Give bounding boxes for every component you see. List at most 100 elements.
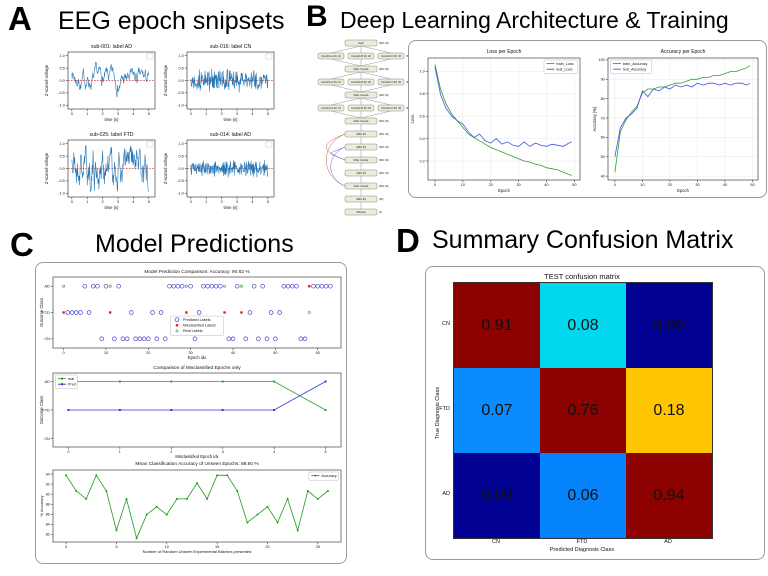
svg-text:5: 5 (325, 450, 327, 454)
svg-text:Model Prediction Comparison: A: Model Prediction Comparison: Accuracy: 9… (144, 269, 250, 275)
svg-text:Comparison of Misclassified Ep: Comparison of Misclassified Epochs only (153, 365, 241, 371)
confusion-col-label: CN (492, 539, 500, 545)
svg-text:CN: CN (44, 337, 50, 341)
svg-text:Epoch idx: Epoch idx (188, 355, 207, 360)
svg-text:5: 5 (148, 112, 150, 116)
svg-text:Loss: Loss (410, 115, 415, 124)
svg-text:0.0: 0.0 (179, 79, 184, 83)
svg-text:2: 2 (102, 200, 104, 204)
svg-text:0: 0 (614, 183, 616, 187)
svg-text:30: 30 (189, 351, 193, 355)
svg-text:5: 5 (267, 112, 269, 116)
svg-text:Misclassified Labels: Misclassified Labels (183, 324, 216, 328)
confusion-ylabel: True Diagnosis Class (435, 386, 441, 439)
confusion-col-label: AD (664, 539, 672, 545)
svg-text:GRU 30: GRU 30 (356, 171, 366, 175)
svg-text:-1.0: -1.0 (177, 192, 184, 196)
svg-text:Conv1D-B 30, 20: Conv1D-B 30, 20 (351, 80, 371, 84)
svg-text:time (s): time (s) (224, 205, 239, 210)
svg-text:-0.5: -0.5 (58, 179, 65, 183)
svg-text:Pred: Pred (68, 383, 76, 387)
panel-c-label: C (10, 226, 34, 263)
svg-text:% Accuracy: % Accuracy (39, 496, 44, 517)
svg-text:Loss per Epoch: Loss per Epoch (487, 49, 522, 55)
svg-text:3: 3 (117, 200, 119, 204)
svg-text:train_Loss: train_Loss (557, 62, 574, 66)
svg-text:Conv1D-A 30, 10: Conv1D-A 30, 10 (321, 106, 341, 110)
svg-text:FTD: FTD (42, 311, 50, 315)
svg-text:3: 3 (236, 200, 238, 204)
svg-text:Softmax: Softmax (356, 210, 366, 214)
svg-text:1: 1 (86, 112, 88, 116)
svg-text:Input: Input (358, 41, 364, 45)
svg-text:Accuracy (%): Accuracy (%) (592, 106, 597, 132)
confusion-col-label: FTD (576, 539, 588, 545)
svg-text:(500, 90): (500, 90) (379, 68, 389, 71)
svg-text:90: 90 (601, 78, 605, 82)
svg-text:0.2: 0.2 (420, 159, 425, 163)
svg-text:82: 82 (46, 533, 50, 537)
svg-text:Conv1D-C 30, 40: Conv1D-C 30, 40 (381, 80, 402, 84)
svg-text:AD: AD (45, 285, 51, 289)
svg-text:sub-014: label AD: sub-014: label AD (210, 132, 251, 138)
svg-text:1: 1 (119, 450, 121, 454)
svg-text:Mean Classification Accuracy o: Mean Classification Accuracy of Unseen E… (135, 461, 259, 467)
svg-text:50: 50 (601, 155, 605, 159)
svg-text:AD: AD (45, 380, 51, 384)
svg-text:5: 5 (267, 200, 269, 204)
svg-text:0.5: 0.5 (60, 66, 65, 70)
svg-text:0: 0 (67, 450, 69, 454)
svg-text:Conv1D-C 30, 40: Conv1D-C 30, 40 (381, 106, 402, 110)
confusion-cell: 0.06 (540, 453, 626, 538)
svg-text:10: 10 (104, 351, 108, 355)
svg-text:Number of Random Unseen Experi: Number of Random Unseen Experimental Bat… (143, 549, 252, 554)
svg-text:20: 20 (489, 183, 493, 187)
svg-text:(500, 30): (500, 30) (379, 172, 389, 175)
svg-text:FTD: FTD (42, 408, 50, 412)
svg-text:(500, 30): (500, 30) (379, 146, 389, 149)
svg-text:20: 20 (146, 351, 150, 355)
confusion-cell: 0.91 (454, 283, 540, 368)
svg-text:50: 50 (572, 183, 576, 187)
svg-text:1: 1 (205, 112, 207, 116)
svg-text:0: 0 (190, 200, 192, 204)
svg-text:Conv1D-B 30, 20: Conv1D-B 30, 20 (351, 106, 371, 110)
svg-text:2: 2 (221, 200, 223, 204)
svg-text:GRU 30: GRU 30 (356, 132, 366, 136)
svg-text:88: 88 (46, 503, 50, 507)
svg-text:Z-scored voltage: Z-scored voltage (163, 152, 168, 184)
svg-text:0: 0 (63, 351, 65, 355)
svg-text:0.0: 0.0 (60, 79, 65, 83)
svg-text:(3): (3) (379, 211, 382, 214)
svg-text:25: 25 (316, 545, 320, 549)
confusion-cell: 0.08 (540, 283, 626, 368)
svg-text:(500, 90): (500, 90) (379, 120, 389, 123)
svg-text:1.0: 1.0 (60, 54, 65, 58)
svg-text:0.6: 0.6 (420, 115, 425, 119)
svg-text:Conv1D-A 30, 10: Conv1D-A 30, 10 (321, 54, 341, 58)
panel-d-label: D (396, 222, 420, 259)
svg-text:-1.0: -1.0 (177, 104, 184, 108)
svg-text:30: 30 (517, 183, 521, 187)
svg-text:3: 3 (222, 450, 224, 454)
panel-b-label: B (306, 0, 328, 33)
svg-text:Conv1D-A 30, 10: Conv1D-A 30, 10 (321, 80, 341, 84)
svg-text:sub-016: label CN: sub-016: label CN (210, 44, 252, 50)
svg-text:4: 4 (251, 112, 253, 116)
svg-text:40: 40 (544, 183, 548, 187)
svg-text:94: 94 (46, 472, 50, 476)
svg-text:4: 4 (132, 200, 134, 204)
svg-text:30: 30 (695, 183, 699, 187)
svg-text:80: 80 (601, 97, 605, 101)
svg-text:0: 0 (190, 112, 192, 116)
svg-text:-0.5: -0.5 (177, 91, 184, 95)
svg-text:40: 40 (723, 183, 727, 187)
svg-text:1.0: 1.0 (420, 70, 425, 74)
svg-text:1.0: 1.0 (60, 142, 65, 146)
